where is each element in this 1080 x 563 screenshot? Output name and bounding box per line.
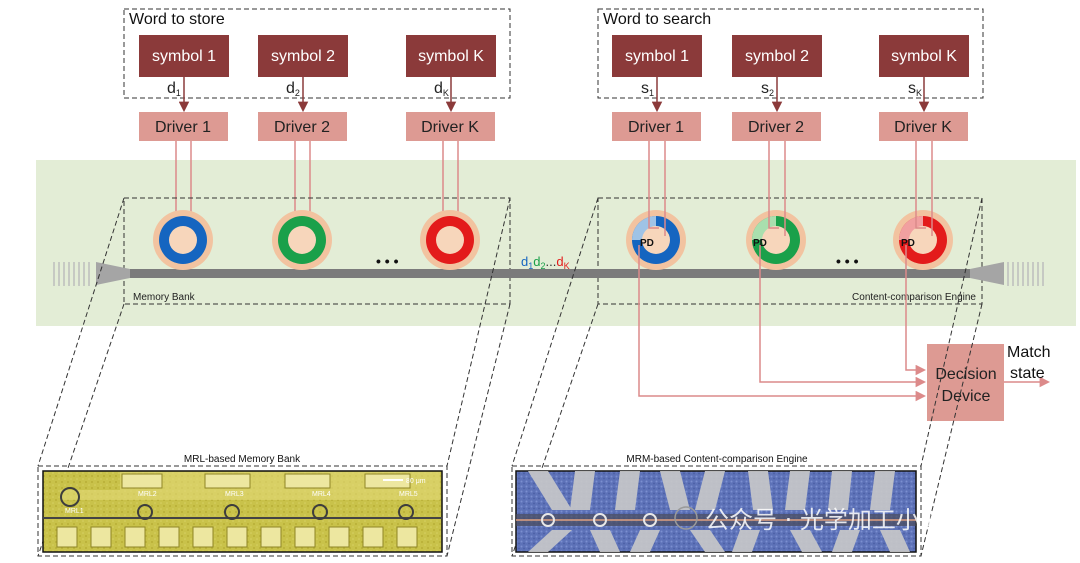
word-to-search-title: Word to search [603, 11, 711, 28]
engine-projection-lines [511, 197, 983, 557]
mrl2-label: MRL2 [138, 491, 157, 498]
scale-label: 80 μm [406, 478, 426, 485]
waveguide-bus [53, 262, 1044, 286]
bus-data-label: d1d2...dK [521, 254, 570, 271]
store-driver-2-label: Driver 2 [274, 119, 330, 136]
engine-ellipsis: • • • [836, 253, 859, 269]
pd-label-2: PD [753, 238, 767, 249]
watermark-text: 公众号 · 光学加工小助手 [705, 506, 968, 534]
watermark: 公众号 · 光学加工小助手 [674, 506, 968, 534]
decision-line1: Decision [935, 366, 996, 383]
search-signal-s2: s2 [761, 80, 774, 98]
memory-micrograph-title: MRL-based Memory Bank [184, 454, 301, 465]
search-driver-1-label: Driver 1 [628, 119, 684, 136]
engine-micrograph: MRM-based Content-comparison Engine [511, 454, 922, 557]
memory-ring-1 [153, 210, 213, 270]
word-to-store-title: Word to store [129, 11, 225, 28]
mrl4-label: MRL4 [312, 491, 331, 498]
search-signal-sk: sK [908, 80, 922, 98]
search-driver-2-label: Driver 2 [748, 119, 804, 136]
memory-bank-label: Memory Bank [133, 292, 196, 303]
search-signal-s1: s1 [641, 80, 654, 98]
pd-label-1: PD [640, 238, 654, 249]
memory-ring-k [420, 210, 480, 270]
engine-micrograph-title: MRM-based Content-comparison Engine [626, 454, 808, 465]
memory-projection-lines [37, 197, 511, 557]
memory-bank-box [123, 197, 511, 305]
mrl1-label: MRL1 [65, 508, 84, 515]
memory-bank-micrograph: MRL-based Memory Bank [37, 454, 448, 557]
store-signal-dk: dK [434, 80, 449, 98]
store-symbol-2-label: symbol 2 [271, 48, 335, 65]
match-line2: state [1010, 365, 1045, 382]
pd-output-wires [638, 245, 927, 402]
engine-ring-1: PD [626, 210, 686, 270]
memory-ring-2 [272, 210, 332, 270]
match-line1: Match [1007, 344, 1051, 361]
search-symbol-k-label: symbol K [891, 48, 957, 65]
search-symbol-2: symbol 2 [732, 35, 822, 77]
mrl3-label: MRL3 [225, 491, 244, 498]
store-driver-k: Driver K [406, 112, 495, 141]
store-symbol-k-label: symbol K [418, 48, 484, 65]
search-driver-1: Driver 1 [612, 112, 701, 141]
store-driver-1: Driver 1 [139, 112, 228, 141]
word-to-store-box [123, 8, 511, 99]
word-to-search-box [597, 8, 984, 99]
pd-label-k: PD [901, 238, 915, 249]
store-symbol-k: symbol K [406, 35, 496, 77]
decision-device: Decision Device [927, 344, 1004, 421]
search-symbol-1: symbol 1 [612, 35, 702, 77]
search-symbol-2-label: symbol 2 [745, 48, 809, 65]
decision-line2: Device [942, 388, 991, 405]
wechat-icon [674, 506, 698, 530]
search-symbol-1-label: symbol 1 [625, 48, 689, 65]
store-signal-d1: d1 [167, 80, 181, 98]
store-driver-1-label: Driver 1 [155, 119, 211, 136]
engine-box [597, 197, 983, 305]
mrl5-label: MRL5 [399, 491, 418, 498]
store-signal-d2: d2 [286, 80, 300, 98]
store-driver-2: Driver 2 [258, 112, 347, 141]
store-symbol-2: symbol 2 [258, 35, 348, 77]
search-driver-wires [648, 141, 933, 236]
search-symbol-k: symbol K [879, 35, 969, 77]
engine-ring-k: PD [893, 210, 953, 270]
store-symbol-1-label: symbol 1 [152, 48, 216, 65]
search-driver-k: Driver K [879, 112, 968, 141]
engine-label: Content-comparison Engine [852, 292, 976, 303]
engine-ring-2: PD [746, 210, 806, 270]
store-symbol-1: symbol 1 [139, 35, 229, 77]
search-driver-k-label: Driver K [894, 119, 952, 136]
store-driver-k-label: Driver K [421, 119, 479, 136]
memory-ellipsis: • • • [376, 253, 399, 269]
search-driver-2: Driver 2 [732, 112, 821, 141]
